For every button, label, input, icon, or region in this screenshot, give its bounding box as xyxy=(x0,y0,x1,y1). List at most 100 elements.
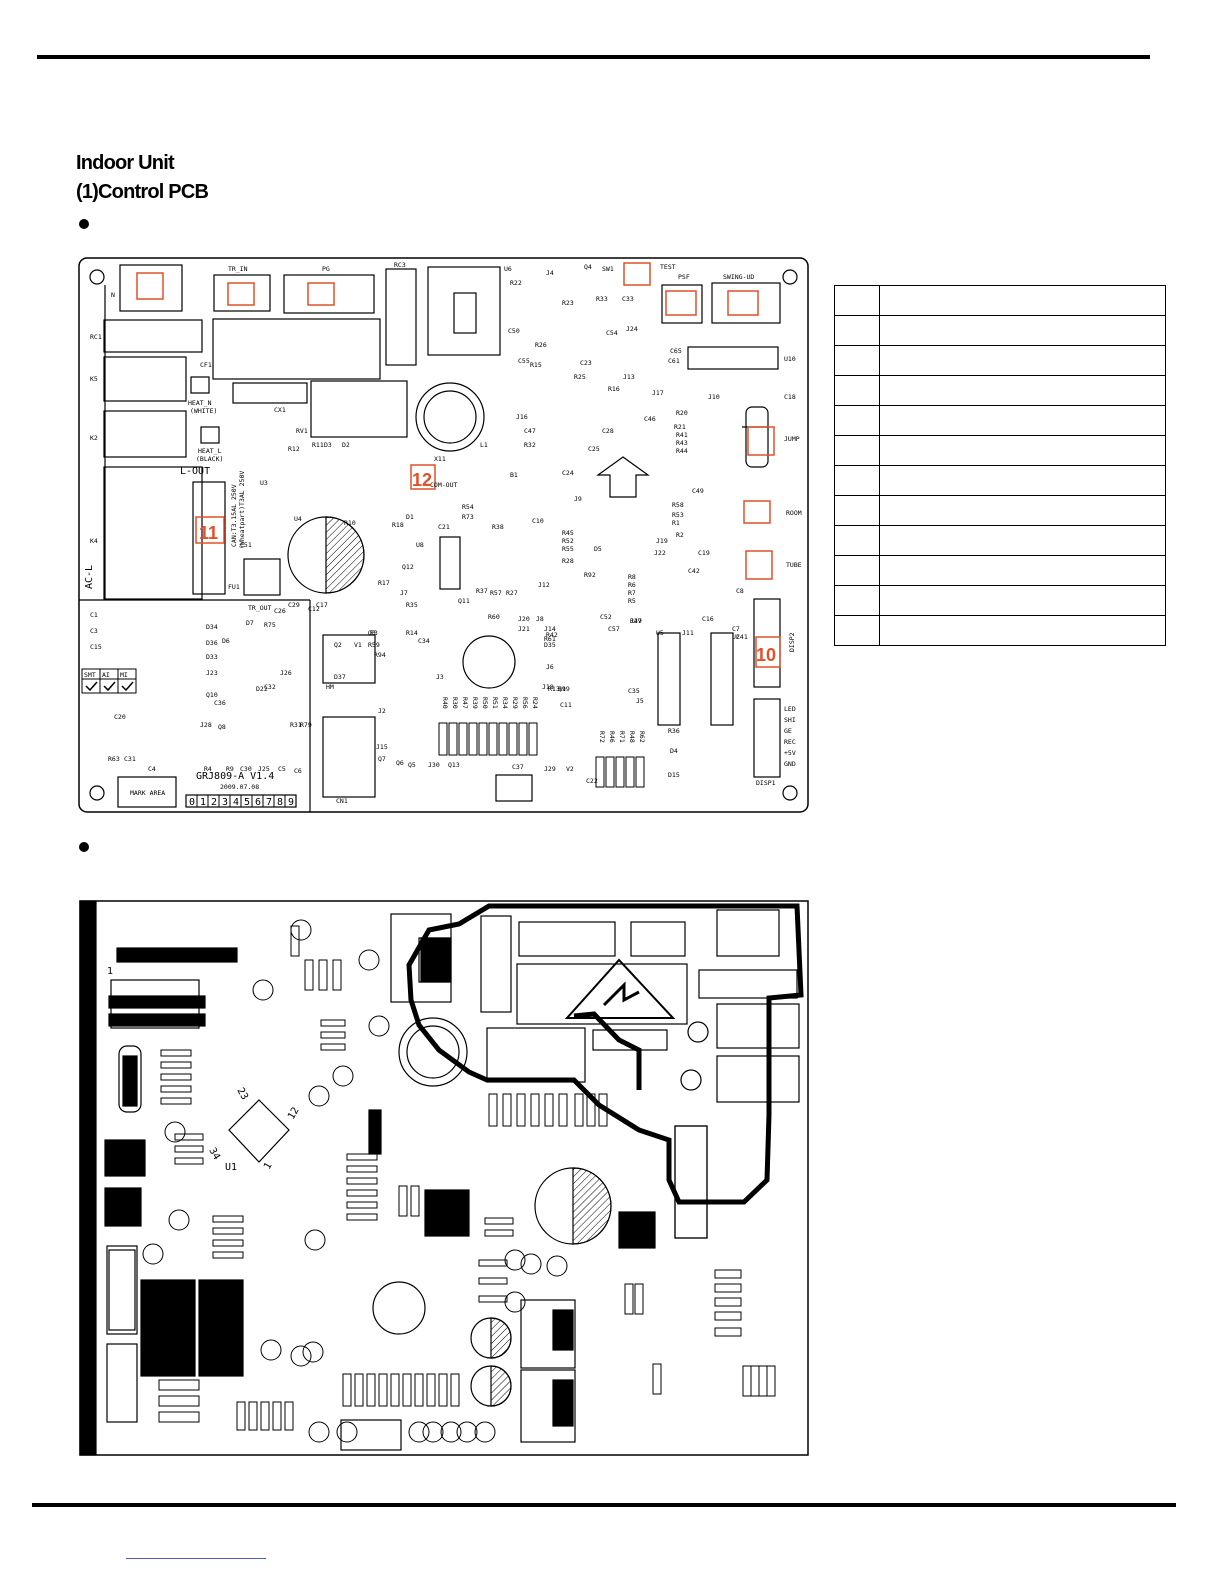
component-ref-label: C5 xyxy=(278,765,286,773)
component-ref-label: J12 xyxy=(538,581,550,589)
resistor-body xyxy=(458,722,468,756)
component-outline xyxy=(426,1373,436,1407)
component-outline xyxy=(212,1227,244,1235)
component-ref-label: C52 xyxy=(600,613,612,621)
legend-row xyxy=(834,345,1166,376)
label-l1: L1 xyxy=(480,441,488,449)
component-ref-label: Q9 xyxy=(558,685,566,693)
component-outline xyxy=(160,1049,192,1057)
resistor-array-label: R71 xyxy=(618,731,626,743)
component-circle xyxy=(368,1015,390,1037)
component-outline xyxy=(260,1401,270,1431)
footer-link-underline[interactable] xyxy=(126,1558,266,1559)
component-circle xyxy=(504,1291,526,1313)
component-outline xyxy=(304,959,314,991)
component-ref-label: J9 xyxy=(574,495,582,503)
label-fu1: FU1 xyxy=(228,583,240,591)
component-ref-label: J20 xyxy=(518,615,530,623)
component-ref-label: C49 xyxy=(692,487,704,495)
component-circle xyxy=(474,1421,496,1443)
resistor-body xyxy=(508,722,518,756)
component-ref-label: J3 xyxy=(436,673,444,681)
component-outline xyxy=(478,1259,508,1267)
label-tr-in: TR_IN xyxy=(228,265,248,273)
component-ref-label: R44 xyxy=(676,447,688,455)
component-ref-label: R92 xyxy=(584,571,596,579)
legend-desc xyxy=(879,375,1166,406)
component-outline xyxy=(714,1297,742,1307)
component-ref-label: Q7 xyxy=(378,755,386,763)
component-ref-label: C55 xyxy=(518,357,530,365)
display-pin-label: GE xyxy=(784,727,792,735)
component-outline xyxy=(346,1165,378,1173)
component-ref-label: R45 xyxy=(562,529,574,537)
component-ref-label: R37 xyxy=(476,587,488,595)
label-com-out: COM-OUT xyxy=(430,481,457,489)
label-pin1b: 1 xyxy=(262,1161,275,1172)
component-ref-label: R63 xyxy=(108,755,120,763)
label-u10: U10 xyxy=(784,355,796,363)
component-ref-label: C30 xyxy=(240,765,252,773)
component-ref-label: D3 xyxy=(324,441,332,449)
label-board-date: 2009.07.08 xyxy=(220,783,259,791)
label-cf1: CF1 xyxy=(200,361,212,369)
component-ref-label: D2 xyxy=(342,441,350,449)
component-circle xyxy=(290,1345,312,1367)
check-mark-icon xyxy=(85,681,98,692)
legend-desc xyxy=(879,465,1166,496)
component-ref-label: R7 xyxy=(628,589,636,597)
check-box xyxy=(81,678,101,694)
component-ref-label: D15 xyxy=(668,771,680,779)
component-ref-label: C65 xyxy=(670,347,682,355)
check-label: SMT xyxy=(84,671,96,679)
component-outline xyxy=(320,1019,346,1027)
serial-digit: 1 xyxy=(200,797,206,808)
component-ref-label: R18 xyxy=(392,521,404,529)
component-ref-label: J19 xyxy=(656,537,668,545)
component-outline xyxy=(766,1365,776,1397)
component-circle xyxy=(504,1249,526,1271)
component-outline xyxy=(346,1213,378,1221)
component-circle xyxy=(308,1421,330,1443)
label-disp2: DISP2 xyxy=(788,632,796,652)
label-k4: K4 xyxy=(90,537,98,545)
component-circle xyxy=(308,1085,330,1107)
component-ref-label: C51 xyxy=(240,541,252,549)
component-ref-label: R59 xyxy=(368,641,380,649)
legend-num xyxy=(834,315,880,346)
legend-row xyxy=(834,405,1166,436)
label-test: TEST xyxy=(660,263,676,271)
legend-desc xyxy=(879,345,1166,376)
component-ref-label: J16 xyxy=(516,413,528,421)
check-box xyxy=(99,678,119,694)
label-23: 23 xyxy=(234,1086,250,1102)
callout-12: 12 xyxy=(412,470,432,490)
resistor-array-label: R72 xyxy=(598,731,606,743)
component-outline xyxy=(354,1373,364,1407)
label-sw1: SW1 xyxy=(602,265,614,273)
resistor-array-label: R48 xyxy=(628,731,636,743)
component-ref-label: R75 xyxy=(264,621,276,629)
component-ref-label: Q10 xyxy=(206,691,218,699)
legend-num xyxy=(834,405,880,436)
component-ref-label: R38 xyxy=(492,523,504,531)
component-ref-label: C17 xyxy=(316,601,328,609)
component-ref-label: R17 xyxy=(378,579,390,587)
legend-desc xyxy=(879,285,1166,316)
component-ref-label: Q6 xyxy=(396,759,404,767)
component-outline xyxy=(160,1061,192,1069)
component-ref-label: R11 xyxy=(312,441,324,449)
legend-num xyxy=(834,525,880,556)
component-ref-label: J22 xyxy=(654,549,666,557)
component-ref-label: R16 xyxy=(608,385,620,393)
component-ref-label: R28 xyxy=(562,557,574,565)
component-ref-label: C1 xyxy=(90,611,98,619)
legend-row xyxy=(834,285,1166,316)
resistor-array-label: R24 xyxy=(531,697,539,709)
callout-11: 11 xyxy=(199,523,218,543)
label-heat-n-color: (WHITE) xyxy=(190,407,217,415)
component-outline xyxy=(366,1373,376,1407)
component-ref-label: C11 xyxy=(560,701,572,709)
component-ref-label: J15 xyxy=(376,743,388,751)
component-circle xyxy=(164,1121,186,1143)
